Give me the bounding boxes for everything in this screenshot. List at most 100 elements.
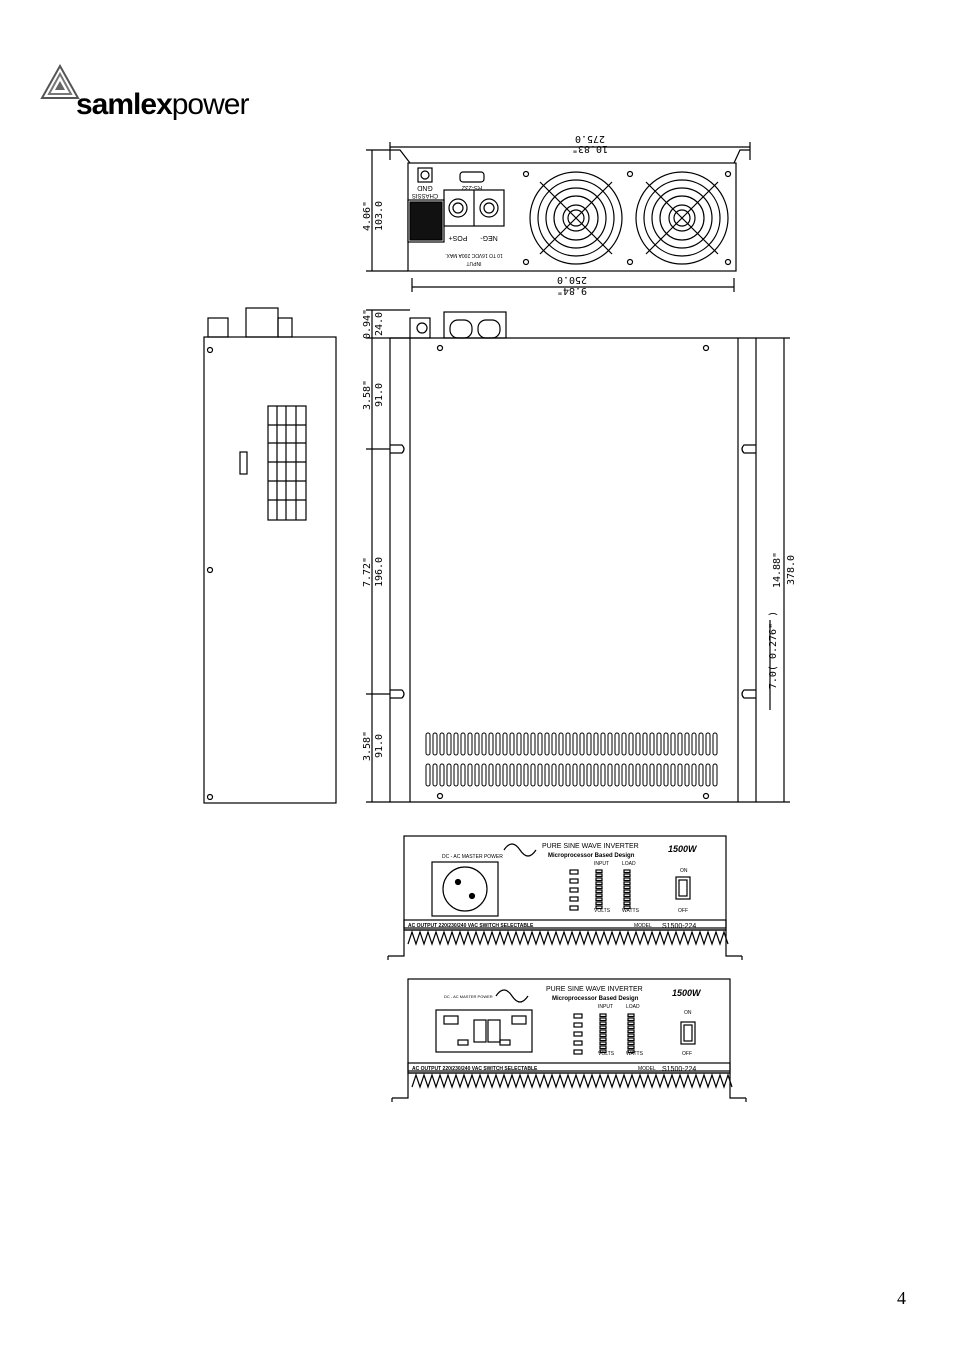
vent-slot <box>432 732 438 756</box>
vent-slot <box>467 732 473 756</box>
led-indicator <box>569 878 579 884</box>
vent-slot <box>698 763 704 787</box>
led-indicator <box>569 905 579 911</box>
vent-slot <box>712 763 718 787</box>
load-scale-bar <box>623 873 631 878</box>
fp2-volts: VOLTS <box>598 1051 615 1057</box>
vent-slot <box>488 763 494 787</box>
vent-slot <box>649 763 655 787</box>
fp1-watt: 1500W <box>668 844 698 854</box>
vent-slot <box>551 732 557 756</box>
led-indicator <box>573 1040 583 1046</box>
vent-slot <box>593 763 599 787</box>
pos-label: POS+ <box>449 234 468 241</box>
load-scale-bar <box>627 1033 635 1038</box>
vent-slot <box>509 732 515 756</box>
volt-scale-bar <box>595 901 603 906</box>
vent-slot <box>663 732 669 756</box>
fp2-title: PURE SINE WAVE INVERTER <box>546 986 643 993</box>
vent-slot <box>439 763 445 787</box>
dim-total-in: 14.88" <box>772 552 783 588</box>
fp2-footer: AC OUTPUT 220/230/240 VAC SWITCH SELECTA… <box>412 1066 538 1072</box>
dim-seg1-in: 3.58" <box>362 380 373 410</box>
vent-slot <box>705 763 711 787</box>
volt-scale-bar <box>599 1021 607 1026</box>
vent-slot <box>593 732 599 756</box>
load-scale-bar <box>627 1037 635 1042</box>
volt-scale-bar <box>595 881 603 886</box>
volt-scale-bar <box>595 905 603 910</box>
vent-slot <box>663 763 669 787</box>
volt-scale-bar <box>595 885 603 890</box>
led-indicator <box>573 1031 583 1037</box>
dim-seg2-in: 7.72" <box>362 557 373 587</box>
load-scale-bar <box>623 901 631 906</box>
vent-slot <box>481 732 487 756</box>
led-indicator <box>569 869 579 875</box>
fp1-subtitle: Microprocessor Based Design <box>548 853 635 859</box>
vent-slot <box>691 763 697 787</box>
vent-slot <box>614 763 620 787</box>
vent-slot <box>502 732 508 756</box>
vent-slot <box>530 732 536 756</box>
front-panel-1 <box>387 835 743 960</box>
vent-slot <box>586 763 592 787</box>
vent-slot <box>677 732 683 756</box>
fp1-watts: WATTS <box>622 908 640 914</box>
vent-slot <box>537 763 543 787</box>
left-side-view <box>203 307 337 804</box>
vent-slot <box>677 763 683 787</box>
load-scale-bar <box>623 881 631 886</box>
led-indicators-2 <box>573 1013 635 1055</box>
fp2-model: S1500-224 <box>662 1066 696 1073</box>
dim-terminal-height-in: 0.94" <box>362 309 373 339</box>
body-view <box>366 309 790 803</box>
vent-slot <box>614 732 620 756</box>
fp2-input-label: INPUT <box>598 1004 613 1010</box>
page-number: 4 <box>897 1288 906 1308</box>
dim-base-width-in: 9.84" <box>557 285 587 296</box>
dim-base-width: 250.0 <box>557 274 587 285</box>
volt-scale-bar <box>599 1033 607 1038</box>
gnd-label: GND <box>417 184 433 191</box>
vent-slot <box>453 763 459 787</box>
vent-slot <box>516 732 522 756</box>
led-indicators-1 <box>569 869 631 911</box>
fp1-master: DC - AC MASTER POWER <box>442 854 503 860</box>
vent-slot <box>432 763 438 787</box>
samlex-triangle-icon <box>40 64 80 99</box>
volt-scale-bar <box>599 1037 607 1042</box>
dim-slot: 7.0( 0.276" ) <box>768 611 779 689</box>
fp2-watts: WATTS <box>626 1051 644 1057</box>
vent-slot <box>684 732 690 756</box>
fp2-model-label: MODEL <box>638 1066 656 1072</box>
vent-slot <box>565 763 571 787</box>
vent-slot <box>516 763 522 787</box>
volt-scale-bar <box>599 1041 607 1046</box>
vent-slot <box>698 732 704 756</box>
load-scale-bar <box>623 869 631 874</box>
vent-slot <box>425 732 431 756</box>
input-spec-label: 10 TO 16VDC 200A MAX. <box>445 252 503 258</box>
load-scale-bar <box>627 1025 635 1030</box>
dim-seg2: 196.0 <box>374 557 385 587</box>
load-scale-bar <box>627 1041 635 1046</box>
load-scale-bar <box>627 1013 635 1018</box>
fp2-on: ON <box>684 1010 692 1016</box>
fp1-model-label: MODEL <box>634 923 652 929</box>
sawtooth-1 <box>407 930 729 946</box>
vent-slot <box>439 732 445 756</box>
vent-slot <box>600 763 606 787</box>
dim-seg3-in: 3.58" <box>362 731 373 761</box>
vent-slot <box>642 732 648 756</box>
volt-scale-bar <box>595 869 603 874</box>
load-scale-bar <box>623 897 631 902</box>
sawtooth-2 <box>411 1073 733 1089</box>
vent-slot <box>523 732 529 756</box>
load-scale-bar <box>623 905 631 910</box>
dim-overall-width-in: 10.83" <box>572 143 608 154</box>
sawtooth-edge <box>407 930 729 946</box>
fp1-on: ON <box>680 868 688 874</box>
load-scale-bar <box>627 1021 635 1026</box>
